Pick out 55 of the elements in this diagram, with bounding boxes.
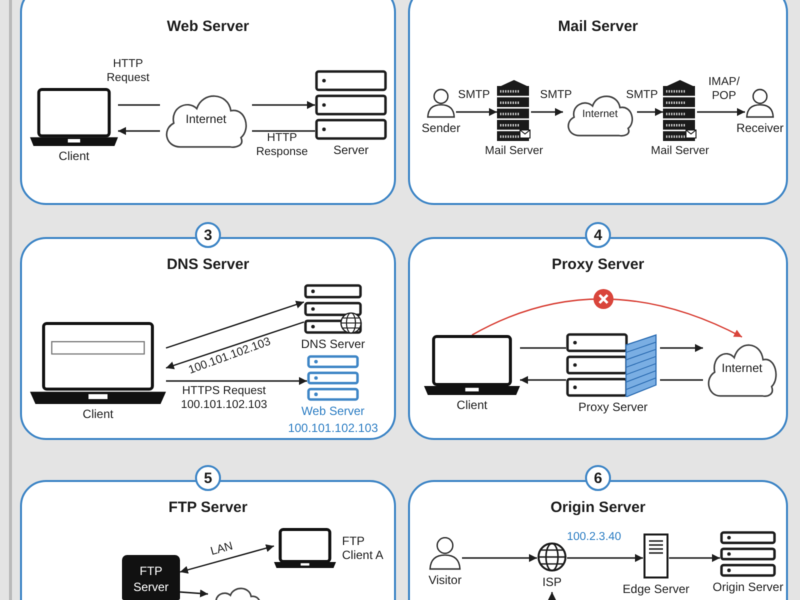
- panel-title: Proxy Server: [552, 256, 644, 273]
- node-label: Internet: [582, 108, 618, 120]
- node-label: Client: [58, 149, 90, 164]
- arrow: [548, 592, 556, 600]
- arrow: [660, 344, 703, 352]
- node-label: Visitor: [428, 573, 462, 588]
- panel-title: FTP Server: [168, 499, 248, 516]
- node-label: Internet: [186, 112, 226, 126]
- arrow: [118, 127, 160, 135]
- arrow: [567, 554, 643, 562]
- node-label: 100.101.102.103: [288, 421, 378, 436]
- node-label: Sender: [422, 121, 460, 136]
- connector-line: [252, 130, 315, 132]
- node-label: DNS Server: [300, 337, 365, 352]
- panel-title: Web Server: [166, 18, 250, 35]
- node-label: Proxy Server: [578, 400, 648, 414]
- panel-title: Origin Server: [550, 499, 646, 516]
- arrow: [462, 554, 537, 562]
- arrow: [520, 376, 566, 384]
- node-label: Mail Server: [484, 145, 544, 159]
- panel-title: DNS Server: [166, 256, 250, 273]
- arrow: [456, 108, 497, 116]
- node-label: Internet: [722, 360, 762, 376]
- arrow: [166, 321, 304, 370]
- node-label: Origin Server: [712, 580, 784, 594]
- connector-line: [118, 104, 160, 106]
- node-label: ISP: [542, 575, 562, 590]
- arrow: [180, 544, 274, 574]
- connector-line: [660, 379, 703, 381]
- connector-line: [520, 347, 566, 349]
- step-number: 4: [585, 222, 611, 248]
- node-label: Receiver: [736, 121, 784, 136]
- node-label: FTP Client A: [342, 534, 384, 562]
- node-label: Edge Server: [622, 582, 690, 596]
- arrow: [166, 300, 304, 349]
- arrow: [166, 377, 307, 385]
- step-number: 3: [195, 222, 221, 248]
- panel-title: Mail Server: [558, 18, 638, 35]
- step-number: 5: [195, 465, 221, 491]
- node-label: Server: [333, 143, 369, 158]
- panel-card: [20, 0, 396, 205]
- node-label: Mail Server: [650, 145, 710, 159]
- node-label: Client: [456, 398, 488, 412]
- step-number: 6: [585, 465, 611, 491]
- arrow: [180, 589, 208, 598]
- arrow: [637, 108, 663, 116]
- arrow: [697, 108, 745, 116]
- node-label: Client: [82, 407, 114, 422]
- server-box: FTP Server: [122, 555, 180, 600]
- arrow: [252, 101, 315, 109]
- arrow: [531, 108, 563, 116]
- arrow: [669, 554, 720, 562]
- node-label: Web Server: [301, 404, 365, 418]
- arrow: [472, 298, 742, 338]
- panel-card: [408, 0, 788, 205]
